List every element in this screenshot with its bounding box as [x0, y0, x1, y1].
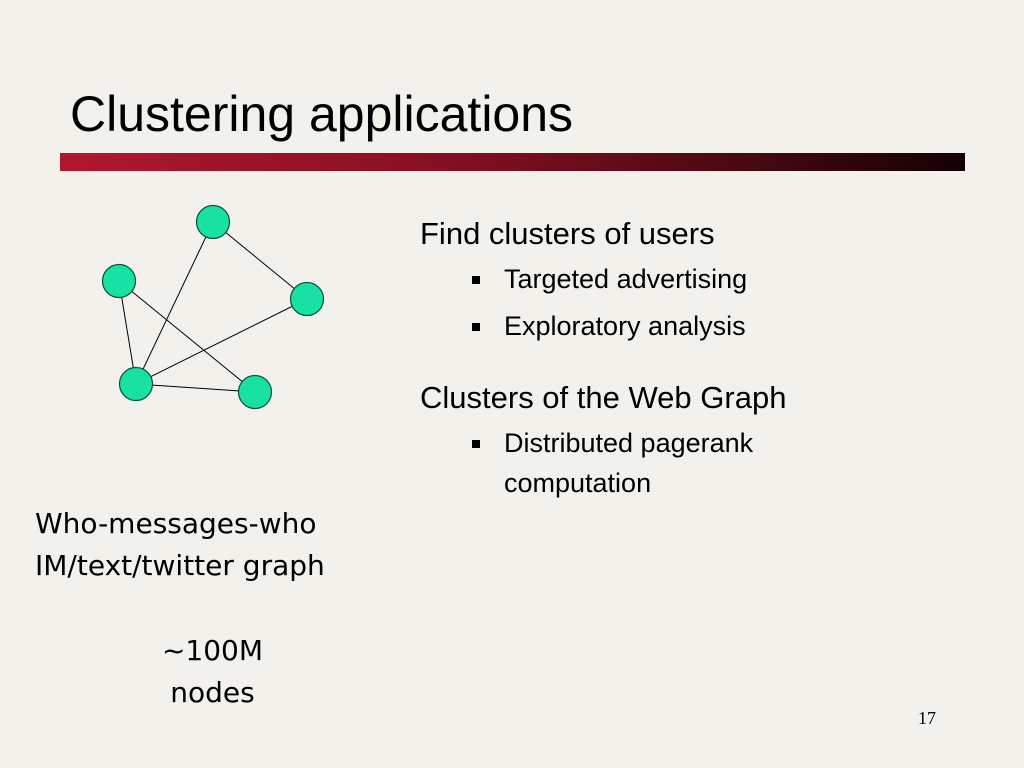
graph-edge [135, 383, 256, 393]
graph-edge [118, 280, 256, 393]
section-users: Find clusters of users Targeted advertis… [420, 212, 940, 346]
section-heading: Clusters of the Web Graph [420, 380, 787, 415]
graph-caption: Who-messages-who IM/text/twitter graph [35, 503, 325, 587]
bullet-content: Find clusters of users Targeted advertis… [420, 212, 940, 533]
square-bullet-icon [472, 276, 480, 284]
graph-node [289, 281, 325, 317]
page-number: 17 [918, 708, 936, 728]
slide-title: Clustering applications [70, 86, 574, 142]
graph-caption-line: Who-messages-who [35, 507, 317, 540]
section-web-graph: Clusters of the Web Graph Distributed pa… [420, 376, 940, 503]
sub-bullet-item: Targeted advertising [472, 259, 940, 299]
graph-node [101, 263, 137, 299]
sub-bullet-item: Distributed pagerank computation [472, 423, 834, 503]
sub-bullet-text: Exploratory analysis [504, 311, 746, 341]
section-heading: Find clusters of users [420, 216, 715, 251]
square-bullet-icon [472, 323, 480, 331]
sub-bullet-list: Targeted advertising Exploratory analysi… [420, 259, 940, 346]
sub-bullet-text: Distributed pagerank computation [504, 428, 754, 498]
graph-nodes [101, 204, 325, 410]
node-count-line: nodes [170, 676, 255, 709]
graph-caption-line: IM/text/twitter graph [35, 549, 325, 582]
graph-edge [212, 221, 308, 300]
sub-bullet-text: Targeted advertising [504, 264, 748, 294]
node-count-line: ~100M [161, 634, 264, 667]
graph-edge [135, 221, 214, 385]
graph-edges [118, 221, 308, 393]
node-count-caption: ~100M nodes [120, 630, 305, 714]
graph-node [118, 366, 154, 402]
network-graph-diagram [101, 204, 325, 410]
sub-bullet-item: Exploratory analysis [472, 306, 940, 346]
graph-node [195, 204, 231, 240]
title-underline-bar [60, 153, 965, 171]
graph-edge [118, 280, 137, 385]
square-bullet-icon [472, 440, 480, 448]
graph-edge [135, 298, 308, 385]
graph-node [237, 374, 273, 410]
sub-bullet-list: Distributed pagerank computation [420, 423, 940, 503]
